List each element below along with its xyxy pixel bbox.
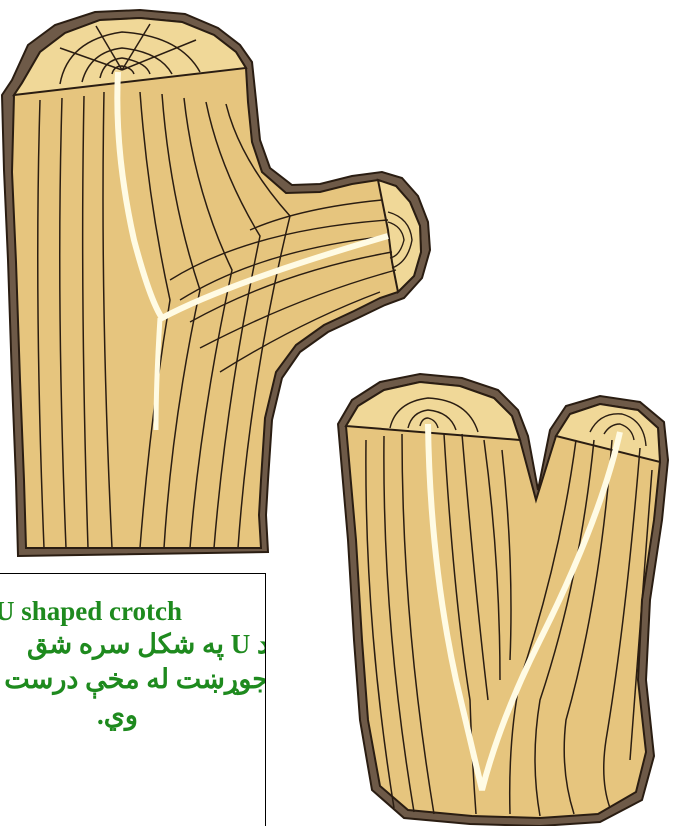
v-crotch-log-illustration: [338, 374, 668, 826]
caption-line-pashto-1: د U په شکل سره شق: [27, 628, 266, 660]
caption-title-english: U shaped crotch: [0, 595, 182, 627]
caption-line-pashto-2: جوړښت له مخې درست: [4, 663, 266, 695]
caption-box: U shaped crotch د U په شکل سره شق جوړښت …: [0, 573, 266, 826]
caption-line-pashto-3: وي.: [97, 699, 138, 731]
